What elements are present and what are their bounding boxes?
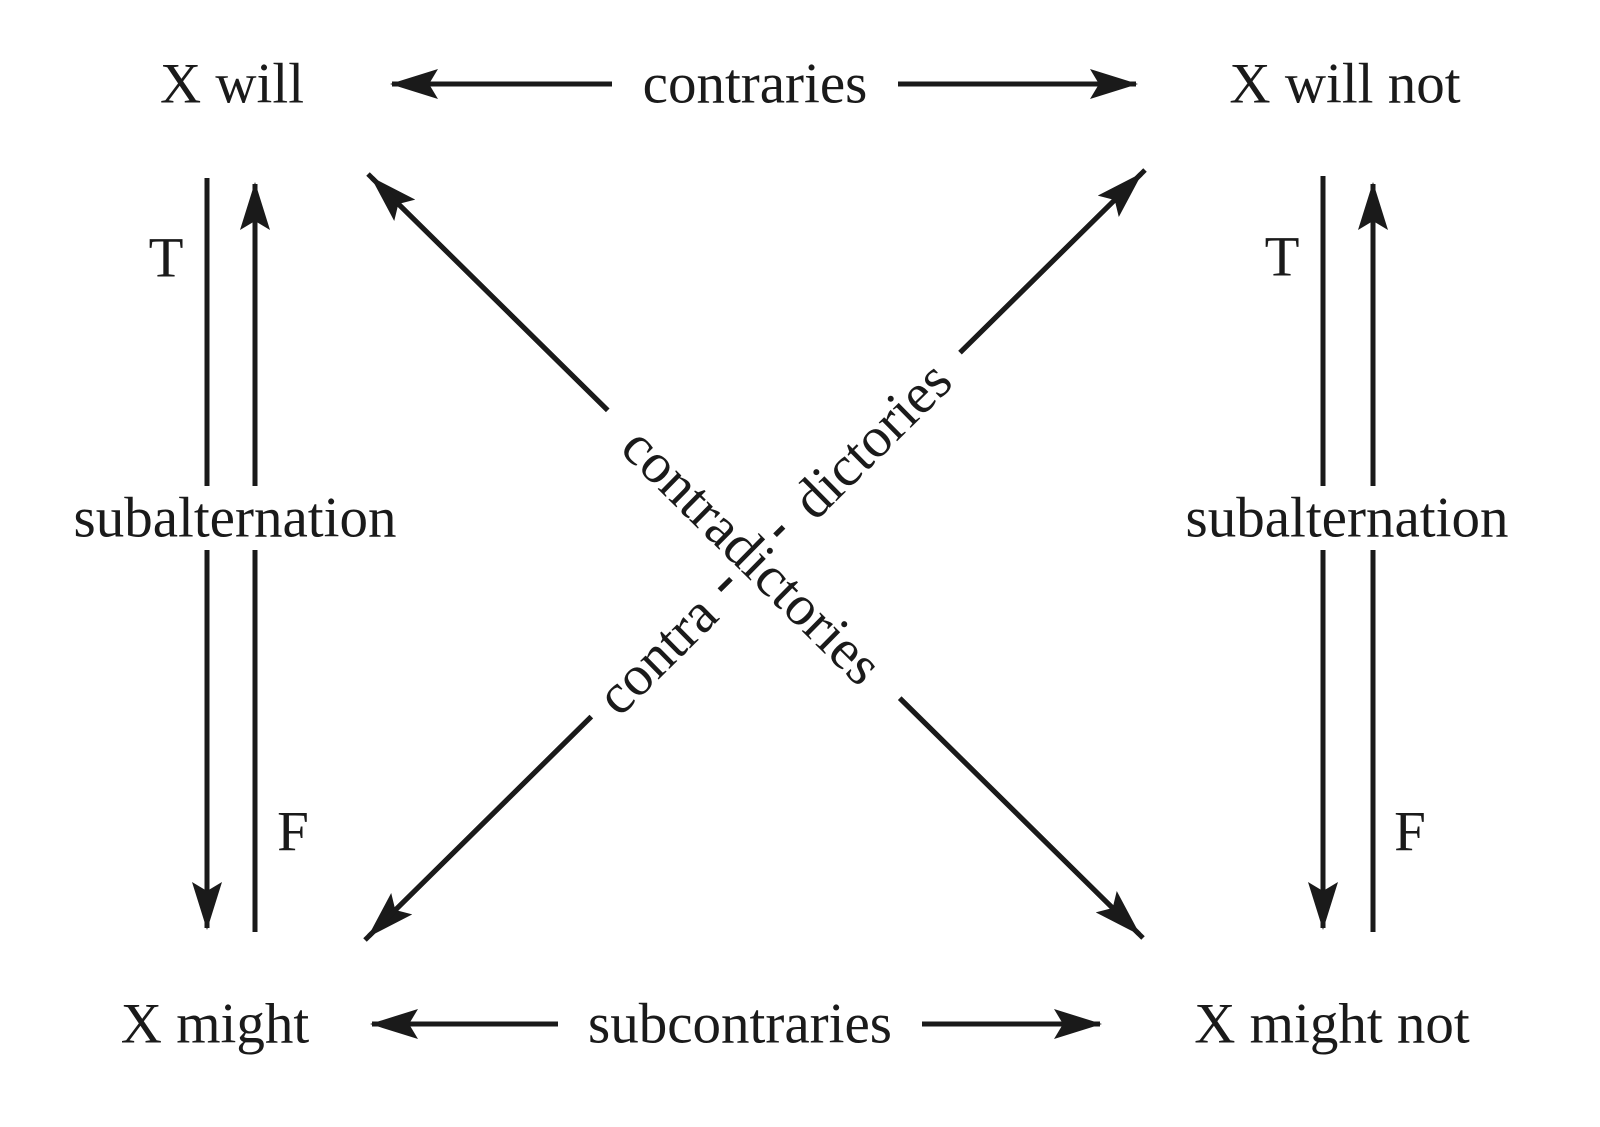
right-subalternation-label: subalternation xyxy=(1186,487,1509,550)
dictories-label-mask xyxy=(762,331,982,549)
contra-label-mask xyxy=(571,570,743,740)
right-subalternation-mask xyxy=(1150,486,1544,550)
left-subalternation-mask xyxy=(38,486,432,550)
subcontraries-label: subcontraries xyxy=(588,993,892,1056)
right-true-label: T xyxy=(1265,226,1300,289)
left-true-label: T xyxy=(149,227,184,290)
left-false-label: F xyxy=(277,801,309,864)
contradictories-bltr-label-part2: dictories xyxy=(780,349,964,532)
contradictories-label-mask xyxy=(584,389,920,723)
node-top-left: X will xyxy=(160,53,304,116)
node-bottom-right: X might not xyxy=(1194,993,1470,1056)
contraries-label: contraries xyxy=(643,53,868,116)
node-bottom-left: X might xyxy=(121,993,310,1056)
right-subalternation-label-group: subalternation xyxy=(1150,486,1544,550)
node-top-right: X will not xyxy=(1229,53,1460,116)
left-subalternation-label-group: subalternation xyxy=(38,486,432,550)
right-false-label: F xyxy=(1394,801,1426,864)
left-subalternation-label: subalternation xyxy=(74,487,397,550)
